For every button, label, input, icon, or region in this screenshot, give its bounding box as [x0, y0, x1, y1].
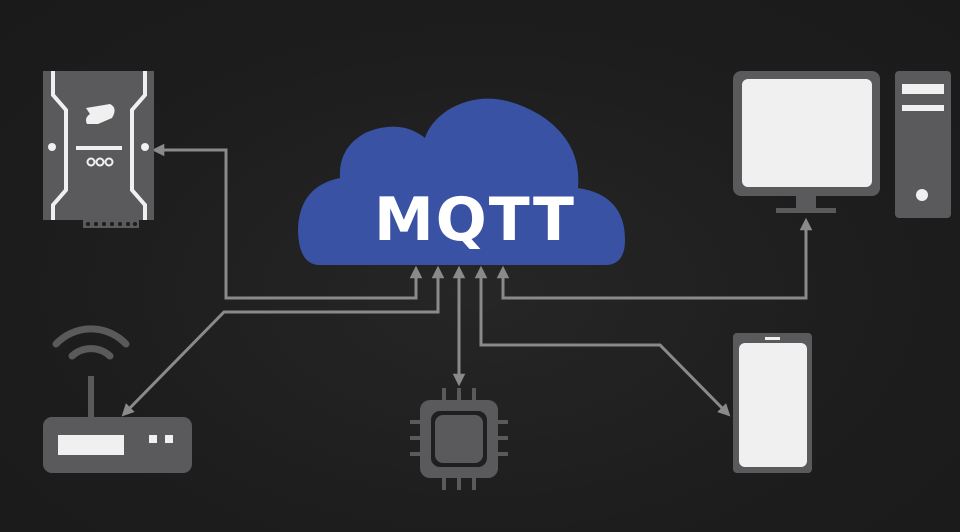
connector-phone — [474, 265, 731, 417]
connector-desktop — [496, 217, 813, 300]
smartphone-icon — [733, 333, 812, 473]
mqtt-broker-label: MQTT — [374, 185, 576, 255]
chip-icon — [410, 388, 508, 490]
connectors — [121, 143, 813, 417]
connector-router — [121, 265, 445, 417]
mqtt-cloud-icon — [298, 98, 625, 265]
desktop-computer-icon — [733, 71, 951, 218]
wifi-router-icon — [43, 325, 192, 473]
industrial-controller-icon — [43, 71, 154, 228]
